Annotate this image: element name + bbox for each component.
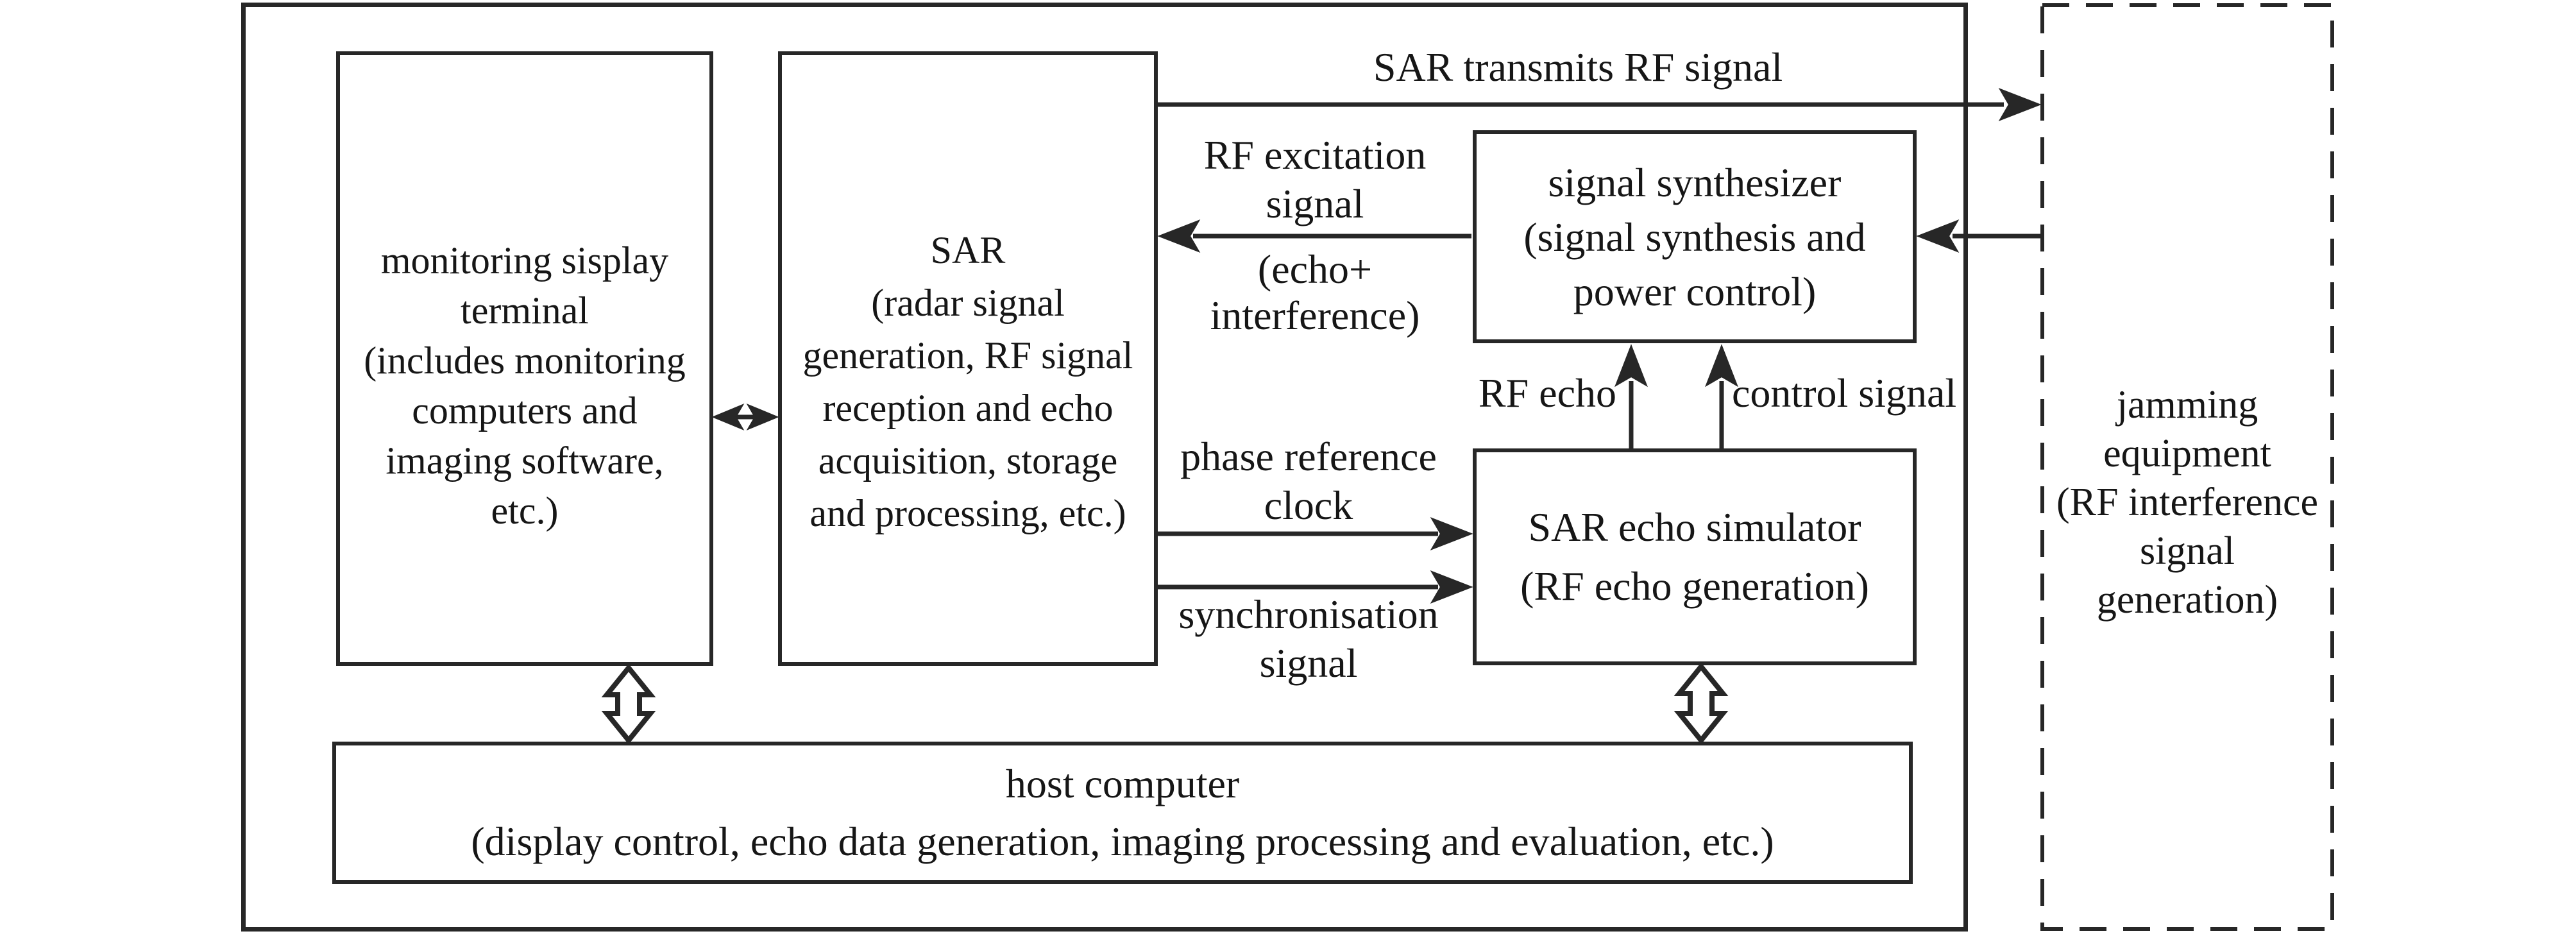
text-line: clock — [1264, 482, 1353, 528]
text-line: host computer — [1005, 761, 1240, 806]
monitoring-display-terminal-box: monitoring sisplay terminal (includes mo… — [336, 51, 713, 666]
hollow-double-arrow-monitoring-host — [601, 663, 656, 745]
monitoring-display-terminal-label: monitoring sisplay terminal (includes mo… — [340, 235, 709, 536]
text-line: monitoring sisplay — [380, 239, 669, 282]
sar-transmits-rf-signal-label: SAR transmits RF signal — [1373, 44, 1783, 90]
arrow-sar-transmits-rf-signal — [1155, 88, 2042, 121]
text-line: jamming — [2116, 383, 2258, 427]
text-line: signal — [1266, 181, 1364, 226]
sar-label: SAR (radar signal generation, RF signal … — [782, 224, 1154, 540]
synchronisation-signal-label: synchronisation signal — [1178, 590, 1438, 688]
text-line: signal synthesizer — [1548, 159, 1842, 205]
jamming-equipment-dashed-box — [2040, 3, 2334, 931]
text-line: (signal synthesis and — [1523, 214, 1866, 260]
arrow-bidirectional-monitoring-sar — [711, 403, 779, 431]
text-line: computers and — [412, 389, 638, 432]
arrow-synchronisation-signal — [1155, 570, 1473, 604]
arrow-phase-reference-clock — [1155, 517, 1473, 550]
sar-box: SAR (radar signal generation, RF signal … — [778, 51, 1158, 666]
arrow-control-signal-up — [1705, 344, 1738, 450]
system-outer-boundary-box — [241, 3, 1968, 932]
text-line: SAR — [930, 229, 1006, 271]
text-line: (radar signal — [871, 282, 1065, 324]
control-signal-label: control signal — [1732, 370, 1957, 416]
text-line: reception and echo — [822, 387, 1114, 429]
text-line: interference) — [1210, 293, 1420, 338]
text-line: phase reference — [1180, 434, 1437, 479]
text-line: generation) — [2096, 578, 2278, 622]
sar-echo-simulator-label: SAR echo simulator (RF echo generation) — [1477, 498, 1913, 616]
text-line: and processing, etc.) — [809, 492, 1126, 534]
text-line: (RF interference — [2056, 481, 2318, 524]
host-computer-label: host computer (display control, echo dat… — [336, 755, 1909, 871]
host-computer-box: host computer (display control, echo dat… — [332, 742, 1913, 884]
phase-reference-clock-label: phase reference clock — [1180, 432, 1437, 530]
arrow-rf-echo-up — [1614, 344, 1648, 450]
text-line: (display control, echo data generation, … — [471, 819, 1774, 864]
text-line: imaging software, — [386, 439, 664, 482]
rf-excitation-signal-label: RF excitation signal — [1204, 131, 1427, 228]
text-line: RF excitation — [1203, 132, 1427, 178]
jamming-equipment-label: jamming equipment (RF interference signa… — [2056, 380, 2318, 624]
text-line: (RF echo generation) — [1520, 563, 1869, 609]
text-line: etc.) — [491, 489, 559, 532]
signal-synthesizer-box: signal synthesizer (signal synthesis and… — [1473, 130, 1917, 343]
echo-plus-interference-label: (echo+ interference) — [1210, 246, 1420, 339]
text-line: terminal — [461, 289, 589, 332]
text-line: SAR echo simulator — [1528, 504, 1861, 550]
text-line: equipment — [2103, 432, 2271, 475]
text-line: acquisition, storage — [818, 439, 1118, 482]
text-line: power control) — [1573, 268, 1817, 314]
text-line: (includes monitoring — [364, 339, 686, 382]
rf-echo-label: RF echo — [1478, 370, 1616, 416]
signal-synthesizer-label: signal synthesizer (signal synthesis and… — [1477, 155, 1913, 319]
text-line: generation, RF signal — [802, 334, 1133, 377]
text-line: signal — [2139, 529, 2235, 573]
arrow-rf-excitation-to-sar — [1157, 219, 1471, 253]
text-line: signal — [1259, 640, 1358, 686]
sar-echo-simulator-box: SAR echo simulator (RF echo generation) — [1473, 448, 1917, 665]
text-line: synchronisation — [1178, 591, 1439, 637]
jamming-equipment-box: jamming equipment (RF interference signa… — [2042, 5, 2332, 929]
hollow-double-arrow-simulator-host — [1674, 662, 1729, 745]
text-line: (echo+ — [1257, 246, 1373, 292]
